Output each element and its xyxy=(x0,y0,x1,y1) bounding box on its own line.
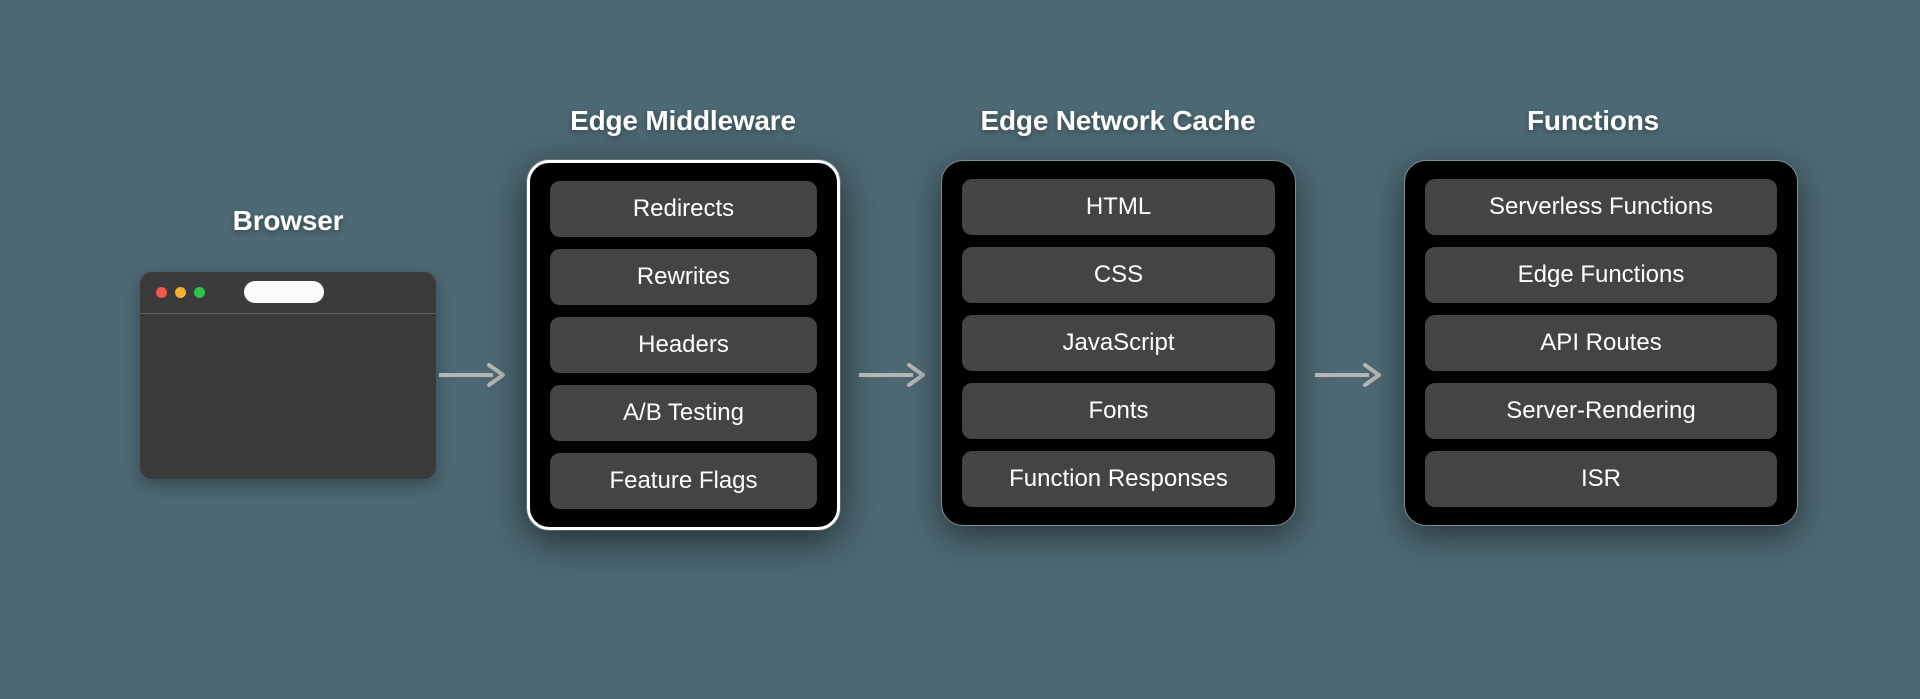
panel-edge-network-cache[interactable]: HTML CSS JavaScript Fonts Function Respo… xyxy=(941,160,1296,526)
panel-item[interactable]: Fonts xyxy=(962,383,1275,439)
panel-item[interactable]: CSS xyxy=(962,247,1275,303)
panel-item[interactable]: HTML xyxy=(962,179,1275,235)
browser-viewport xyxy=(140,314,436,479)
panel-item[interactable]: ISR xyxy=(1425,451,1777,507)
browser-chrome xyxy=(140,272,436,314)
traffic-light-close-icon[interactable] xyxy=(156,287,167,298)
panel-item[interactable]: Edge Functions xyxy=(1425,247,1777,303)
panel-item[interactable]: Redirects xyxy=(550,181,817,237)
traffic-light-maximize-icon[interactable] xyxy=(194,287,205,298)
panel-item[interactable]: JavaScript xyxy=(962,315,1275,371)
panel-middleware-heading: Edge Middleware xyxy=(570,105,796,136)
panel-item[interactable]: Server-Rendering xyxy=(1425,383,1777,439)
panel-item[interactable]: Rewrites xyxy=(550,249,817,305)
panel-item[interactable]: Serverless Functions xyxy=(1425,179,1777,235)
panel-edge-middleware[interactable]: Redirects Rewrites Headers A/B Testing F… xyxy=(527,160,840,530)
panel-cache-heading: Edge Network Cache xyxy=(980,105,1256,136)
panel-item[interactable]: A/B Testing xyxy=(550,385,817,441)
panel-item[interactable]: Headers xyxy=(550,317,817,373)
browser-heading: Browser xyxy=(232,205,344,236)
arrow-browser-to-middleware xyxy=(437,363,509,387)
panel-item[interactable]: Function Responses xyxy=(962,451,1275,507)
traffic-light-minimize-icon[interactable] xyxy=(175,287,186,298)
arrow-cache-to-functions xyxy=(1313,363,1385,387)
browser-window xyxy=(140,272,436,479)
panel-functions[interactable]: Serverless Functions Edge Functions API … xyxy=(1404,160,1798,526)
panel-item[interactable]: API Routes xyxy=(1425,315,1777,371)
arrow-middleware-to-cache xyxy=(857,363,929,387)
browser-url-input[interactable] xyxy=(244,281,324,303)
panel-functions-heading: Functions xyxy=(1527,105,1659,136)
panel-item[interactable]: Feature Flags xyxy=(550,453,817,509)
